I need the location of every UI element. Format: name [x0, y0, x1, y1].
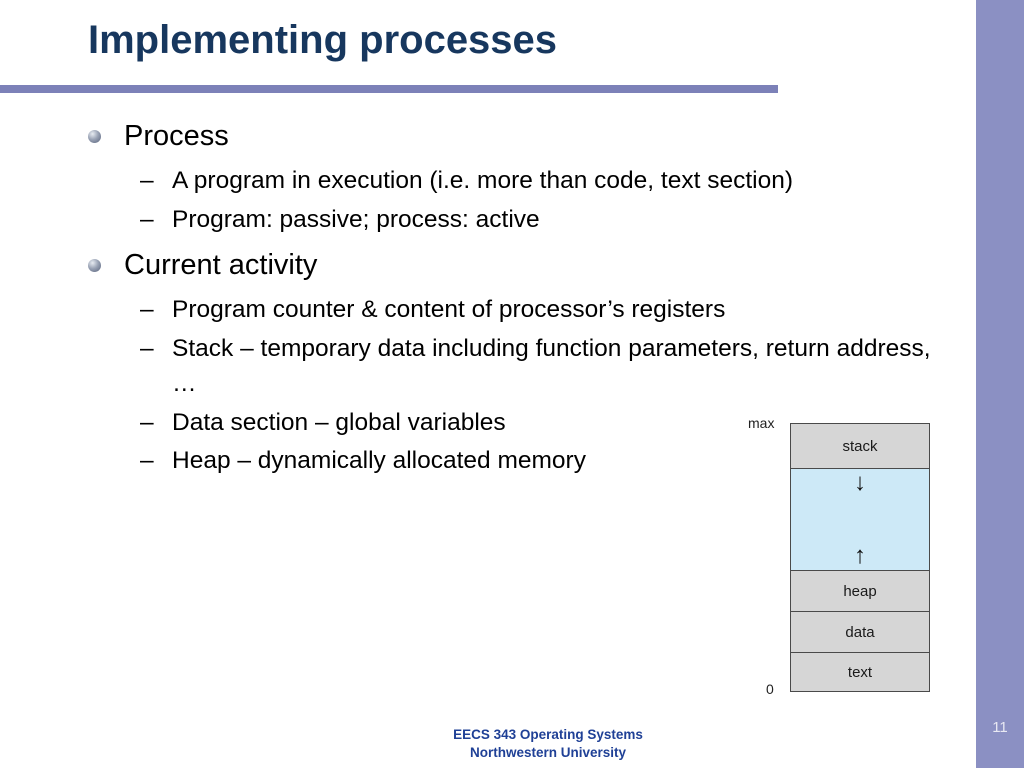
- list-item-level2: – Program: passive; process: active: [88, 202, 950, 238]
- memory-zero-label: 0: [766, 681, 774, 697]
- bullet-text: Stack – temporary data including functio…: [172, 334, 931, 398]
- bullet-text: Heap – dynamically allocated memory: [172, 447, 586, 475]
- list-item-level2: – A program in execution (i.e. more than…: [88, 163, 950, 199]
- dash-bullet-icon: –: [140, 205, 154, 233]
- memory-section-text: text: [791, 653, 929, 691]
- list-item-level2: – Data section – global variables: [88, 405, 950, 441]
- slide-footer: EECS 343 Operating Systems Northwestern …: [453, 726, 643, 762]
- bullet-text: Data section – global variables: [172, 408, 506, 436]
- bullet-sphere-icon: [88, 259, 101, 273]
- memory-section-data: data: [791, 612, 929, 653]
- memory-section-stack: stack: [791, 424, 929, 469]
- memory-free-space: ↓ ↑: [791, 469, 929, 571]
- footer-course-name: EECS 343 Operating Systems: [453, 727, 643, 742]
- list-item-level2: – Program counter & content of processor…: [88, 292, 950, 328]
- dash-bullet-icon: –: [140, 167, 154, 194]
- bullet-text: A program in execution (i.e. more than c…: [172, 167, 793, 194]
- bullet-text: Current activity: [124, 249, 318, 282]
- title-underline-bar: [0, 85, 778, 93]
- dash-bullet-icon: –: [140, 296, 154, 324]
- bullet-sphere-icon: [88, 130, 101, 143]
- bullet-text: Process: [124, 120, 229, 152]
- stack-grow-down-arrow-icon: ↓: [854, 469, 866, 496]
- memory-max-label: max: [748, 415, 775, 431]
- list-item-level1: Current activity: [88, 249, 950, 282]
- dash-bullet-icon: –: [140, 334, 154, 362]
- page-number: 11: [992, 719, 1008, 736]
- dash-bullet-icon: –: [140, 447, 154, 475]
- memory-layout-diagram: stack ↓ ↑ heap data text: [790, 423, 930, 692]
- slide-title: Implementing processes: [88, 18, 558, 62]
- memory-section-heap: heap: [791, 571, 929, 612]
- bullet-text: Program counter & content of processor’s…: [172, 296, 726, 324]
- list-item-level2: – Stack – temporary data including funct…: [88, 331, 950, 402]
- footer-university-name: Northwestern University: [469, 745, 627, 761]
- right-accent-band: 11: [976, 0, 1024, 768]
- bullet-text: Program: passive; process: active: [172, 205, 540, 233]
- bullet-list: Process – A program in execution (i.e. m…: [88, 108, 950, 482]
- list-item-level1: Process: [88, 120, 950, 153]
- dash-bullet-icon: –: [140, 408, 154, 436]
- list-item-level2: – Heap – dynamically allocated memory: [88, 443, 950, 479]
- heap-grow-up-arrow-icon: ↑: [854, 542, 866, 569]
